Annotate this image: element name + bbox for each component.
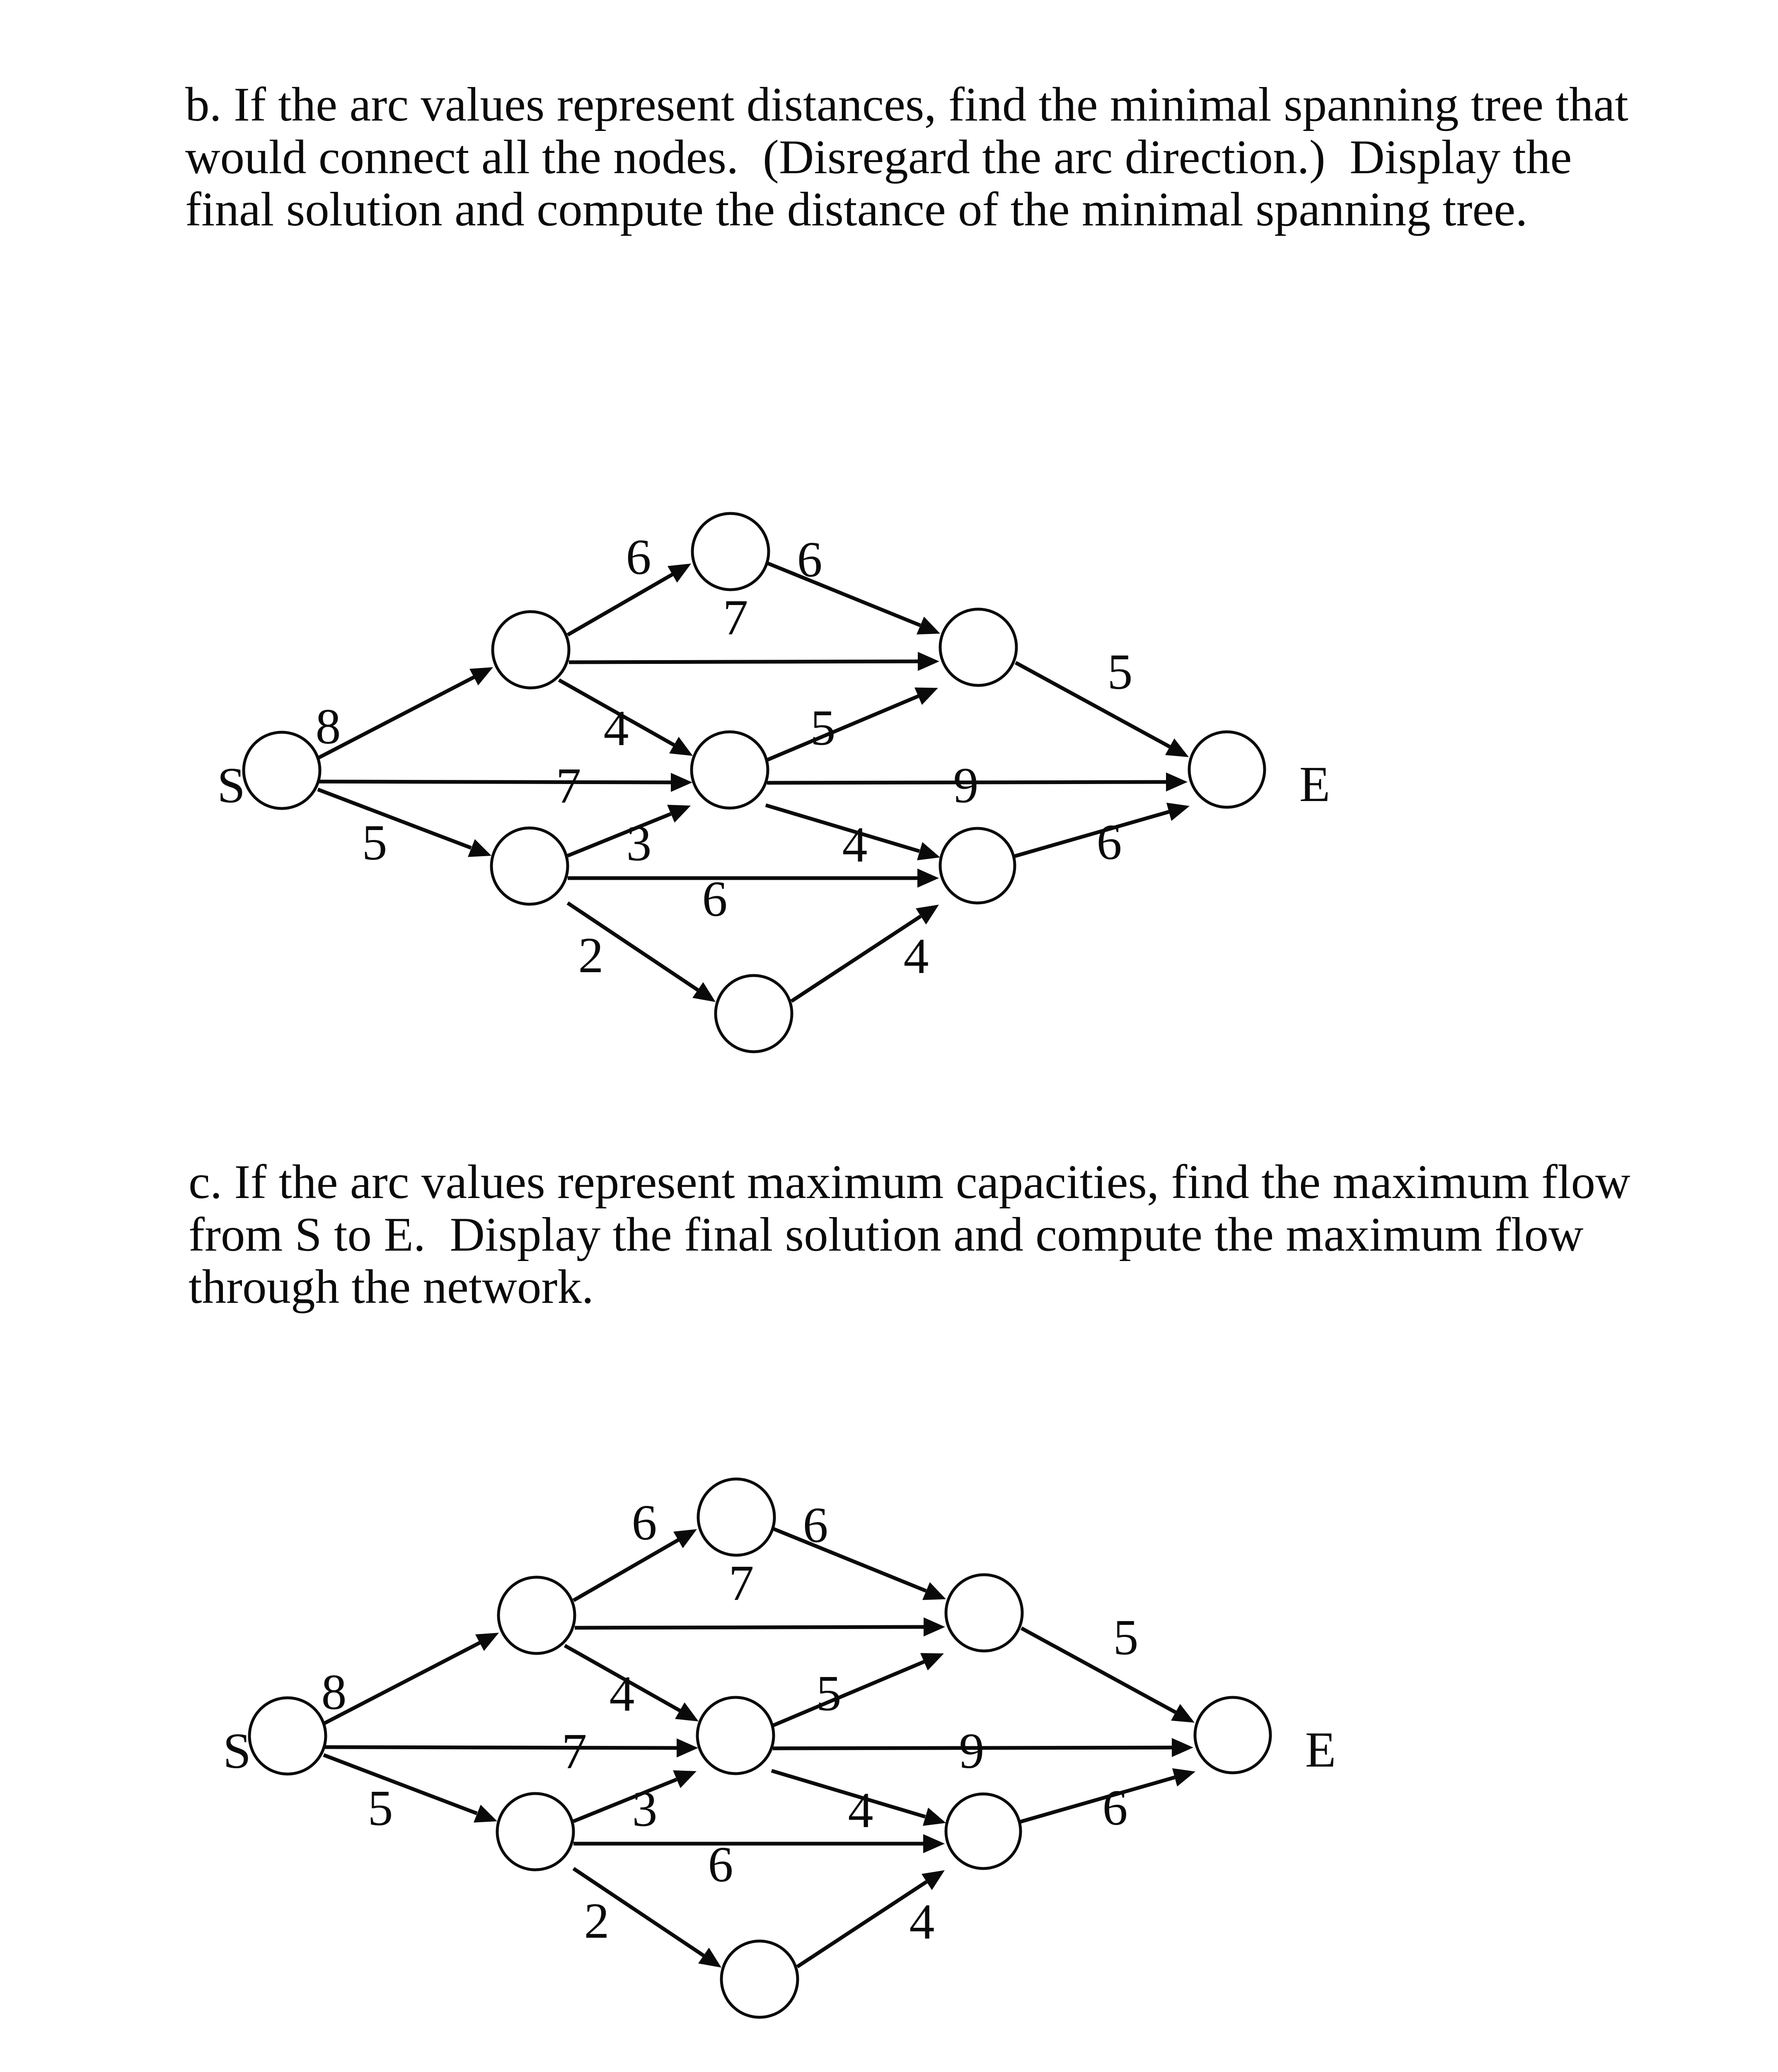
svg-text:2: 2 — [578, 927, 604, 983]
svg-text:9: 9 — [959, 1723, 985, 1779]
svg-text:6: 6 — [702, 871, 728, 927]
svg-text:4: 4 — [842, 817, 868, 873]
svg-text:E: E — [1299, 756, 1330, 812]
svg-text:8: 8 — [316, 699, 341, 755]
svg-text:4: 4 — [910, 1894, 935, 1950]
svg-text:2: 2 — [584, 1893, 610, 1949]
svg-text:8: 8 — [322, 1664, 347, 1720]
svg-text:6: 6 — [1097, 814, 1122, 870]
svg-text:7: 7 — [729, 1555, 754, 1611]
svg-text:5: 5 — [816, 1665, 842, 1721]
svg-text:5: 5 — [810, 700, 836, 756]
svg-text:7: 7 — [562, 1723, 587, 1779]
svg-text:4: 4 — [904, 928, 929, 984]
svg-text:9: 9 — [953, 758, 979, 813]
svg-text:6: 6 — [626, 529, 651, 585]
svg-text:7: 7 — [556, 758, 581, 814]
svg-text:5: 5 — [362, 815, 387, 871]
svg-text:3: 3 — [627, 816, 652, 871]
svg-text:4: 4 — [610, 1666, 635, 1722]
svg-text:6: 6 — [708, 1837, 733, 1893]
svg-text:6: 6 — [797, 532, 822, 588]
svg-text:6: 6 — [1103, 1780, 1128, 1836]
svg-text:S: S — [223, 1723, 251, 1779]
svg-text:6: 6 — [803, 1497, 828, 1553]
svg-text:S: S — [217, 758, 245, 813]
svg-text:5: 5 — [1113, 1610, 1139, 1665]
svg-text:4: 4 — [848, 1782, 873, 1838]
svg-text:4: 4 — [604, 700, 629, 756]
svg-text:E: E — [1305, 1722, 1336, 1778]
svg-text:6: 6 — [632, 1495, 657, 1551]
svg-text:7: 7 — [723, 590, 748, 646]
svg-text:3: 3 — [632, 1781, 658, 1837]
svg-text:5: 5 — [368, 1780, 393, 1836]
svg-text:5: 5 — [1108, 644, 1133, 700]
